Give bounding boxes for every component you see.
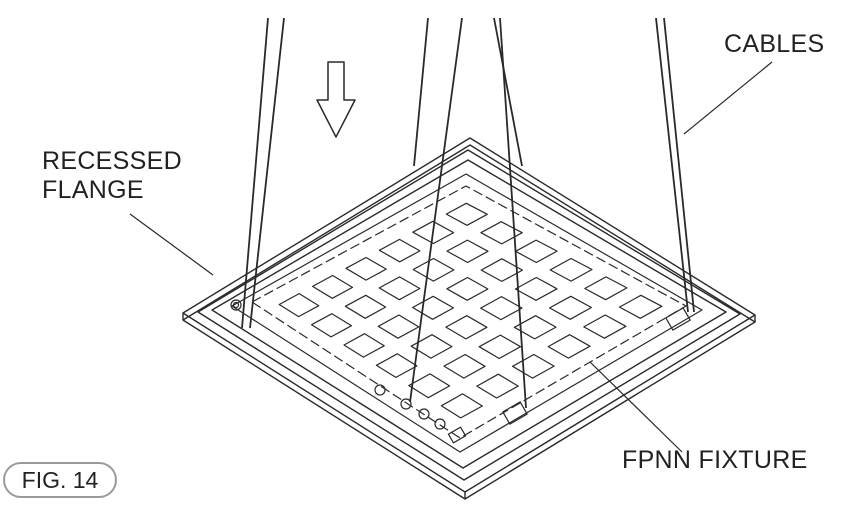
grid-opening [513,315,557,340]
grid-opening [548,295,593,320]
fpnn-fixture [231,173,703,453]
grid-opening [412,257,455,282]
corner-brackets [447,307,691,444]
grid-opening [583,314,627,339]
grid-opening [476,373,519,399]
grid-opening [345,256,387,281]
grid-opening [514,239,558,264]
grid-opening [278,293,320,318]
grid-opening [446,239,489,264]
grid-opening [375,353,418,378]
grid-opening [408,373,451,399]
recessed-flange-label-line1: RECESSED [42,147,182,175]
grid-opening [514,276,558,301]
grid-opening [377,314,420,339]
grid-opening [440,393,483,419]
suspension-cables [241,17,695,409]
figure-badge: FIG. 14 [3,462,117,498]
grid-opening [511,353,555,379]
grid-opening [446,276,489,301]
grid-opening [412,220,455,245]
leader-lines [129,61,773,453]
grid-opening [445,315,488,340]
grid-opening [443,353,486,379]
cables-label: CABLES [724,30,825,58]
grid-opening [378,276,421,301]
grid-opening [312,274,354,299]
recessed-flange [182,137,756,500]
grid-opening [547,334,591,359]
down-arrow-icon [316,61,356,138]
recessed-flange-label: RECESSED FLANGE [42,147,182,205]
grid-opening [549,257,593,282]
grid-opening [584,276,628,301]
grid-opening [480,258,524,282]
grid-opening [480,221,523,245]
flange-screws [230,299,446,430]
fpnn-fixture-label: FPNN FIXTURE [622,446,808,474]
recessed-flange-label-line2: FLANGE [42,175,144,204]
grid-opening [445,202,488,226]
grid-opening [412,295,454,320]
grid-opening [478,334,522,360]
grid-opening [311,313,353,338]
grid-opening [618,294,663,319]
grid-opening [343,333,385,358]
grid-opening [344,294,387,319]
grid-opening [378,238,421,263]
fixture-grid [278,202,663,419]
figure-number: FIG. 14 [21,466,99,493]
grid-opening [480,296,523,321]
